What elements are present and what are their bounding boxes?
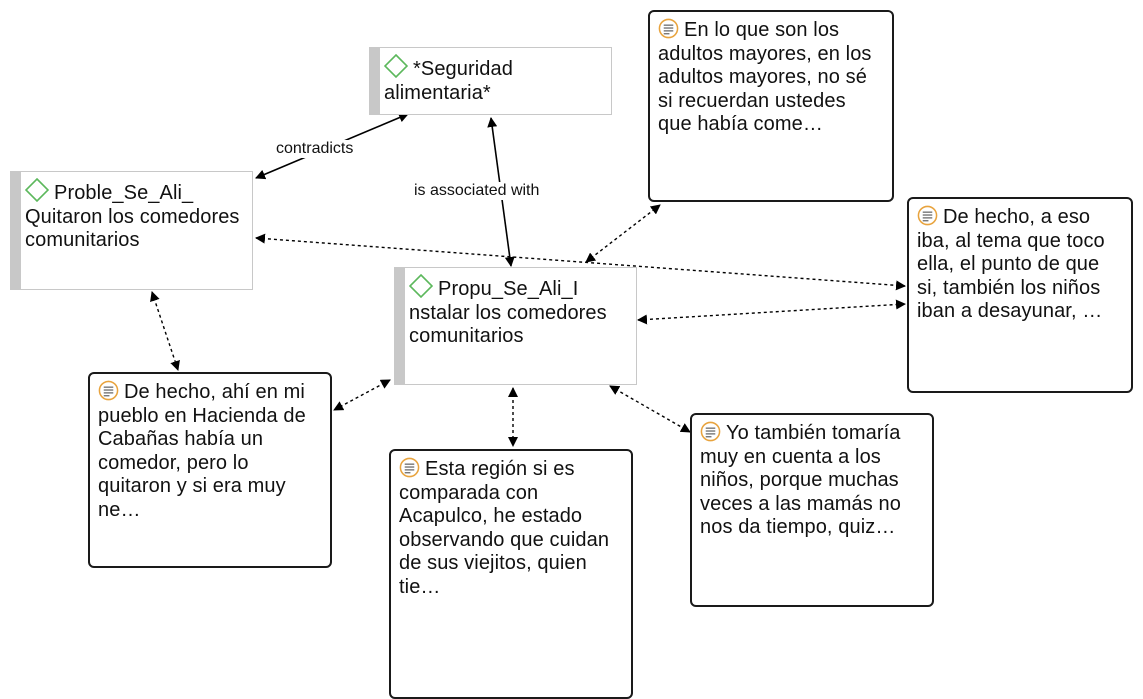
link-proble-desayunar[interactable] — [255, 233, 906, 291]
link-proble-pueblo[interactable] — [150, 291, 180, 371]
quote-node-ninos-desayunar[interactable]: De hecho, a eso iba, al tema que toco el… — [907, 197, 1133, 393]
code-label: Propu_Se_Ali_I nstalar los comedores com… — [409, 278, 607, 347]
quote-node-hacienda-de-cabanas[interactable]: De hecho, ahí en mi pueblo en Hacienda d… — [88, 372, 332, 568]
quote-node-adultos-mayores[interactable]: En lo que son los adultos mayores, en lo… — [648, 10, 894, 202]
quote-node-region-acapulco[interactable]: Esta región si es comparada con Acapulco… — [389, 449, 633, 699]
link-propu-ninos[interactable] — [609, 385, 691, 433]
quote-node-yo-tambien[interactable]: Yo también tomaría muy en cuenta a los n… — [690, 413, 934, 607]
code-diamond-icon — [25, 178, 49, 202]
code-node-proble-se-ali[interactable]: Proble_Se_Ali_ Quitaron los comedores co… — [10, 171, 253, 290]
quotation-icon — [658, 18, 679, 39]
link-propu-pueblo[interactable] — [333, 379, 391, 411]
quotation-icon — [700, 421, 721, 442]
quote-text: De hecho, a eso iba, al tema que toco el… — [917, 206, 1105, 322]
quote-text: De hecho, ahí en mi pueblo en Hacienda d… — [98, 381, 306, 521]
code-diamond-icon — [384, 54, 408, 78]
code-node-seguridad-alimentaria[interactable]: *Seguridad alimentaria* — [369, 47, 612, 115]
code-diamond-icon — [409, 274, 433, 298]
code-label: *Seguridad alimentaria* — [384, 58, 513, 104]
relation-label-contradicts[interactable]: contradicts — [275, 140, 355, 158]
code-node-propu-se-ali[interactable]: Propu_Se_Ali_I nstalar los comedores com… — [394, 267, 637, 385]
link-propu-adultos[interactable] — [585, 204, 661, 263]
quotation-icon — [917, 205, 938, 226]
quotation-icon — [399, 457, 420, 478]
quotation-icon — [98, 380, 119, 401]
relation-label-is-associated-with[interactable]: is associated with — [413, 182, 541, 200]
quote-text: En lo que son los adultos mayores, en lo… — [658, 19, 872, 135]
quote-text: Yo también tomaría muy en cuenta a los n… — [700, 422, 901, 538]
code-label: Proble_Se_Ali_ Quitaron los comedores co… — [25, 182, 240, 251]
link-propu-desayunar[interactable] — [637, 299, 906, 325]
quote-text: Esta región si es comparada con Acapulco… — [399, 458, 610, 598]
